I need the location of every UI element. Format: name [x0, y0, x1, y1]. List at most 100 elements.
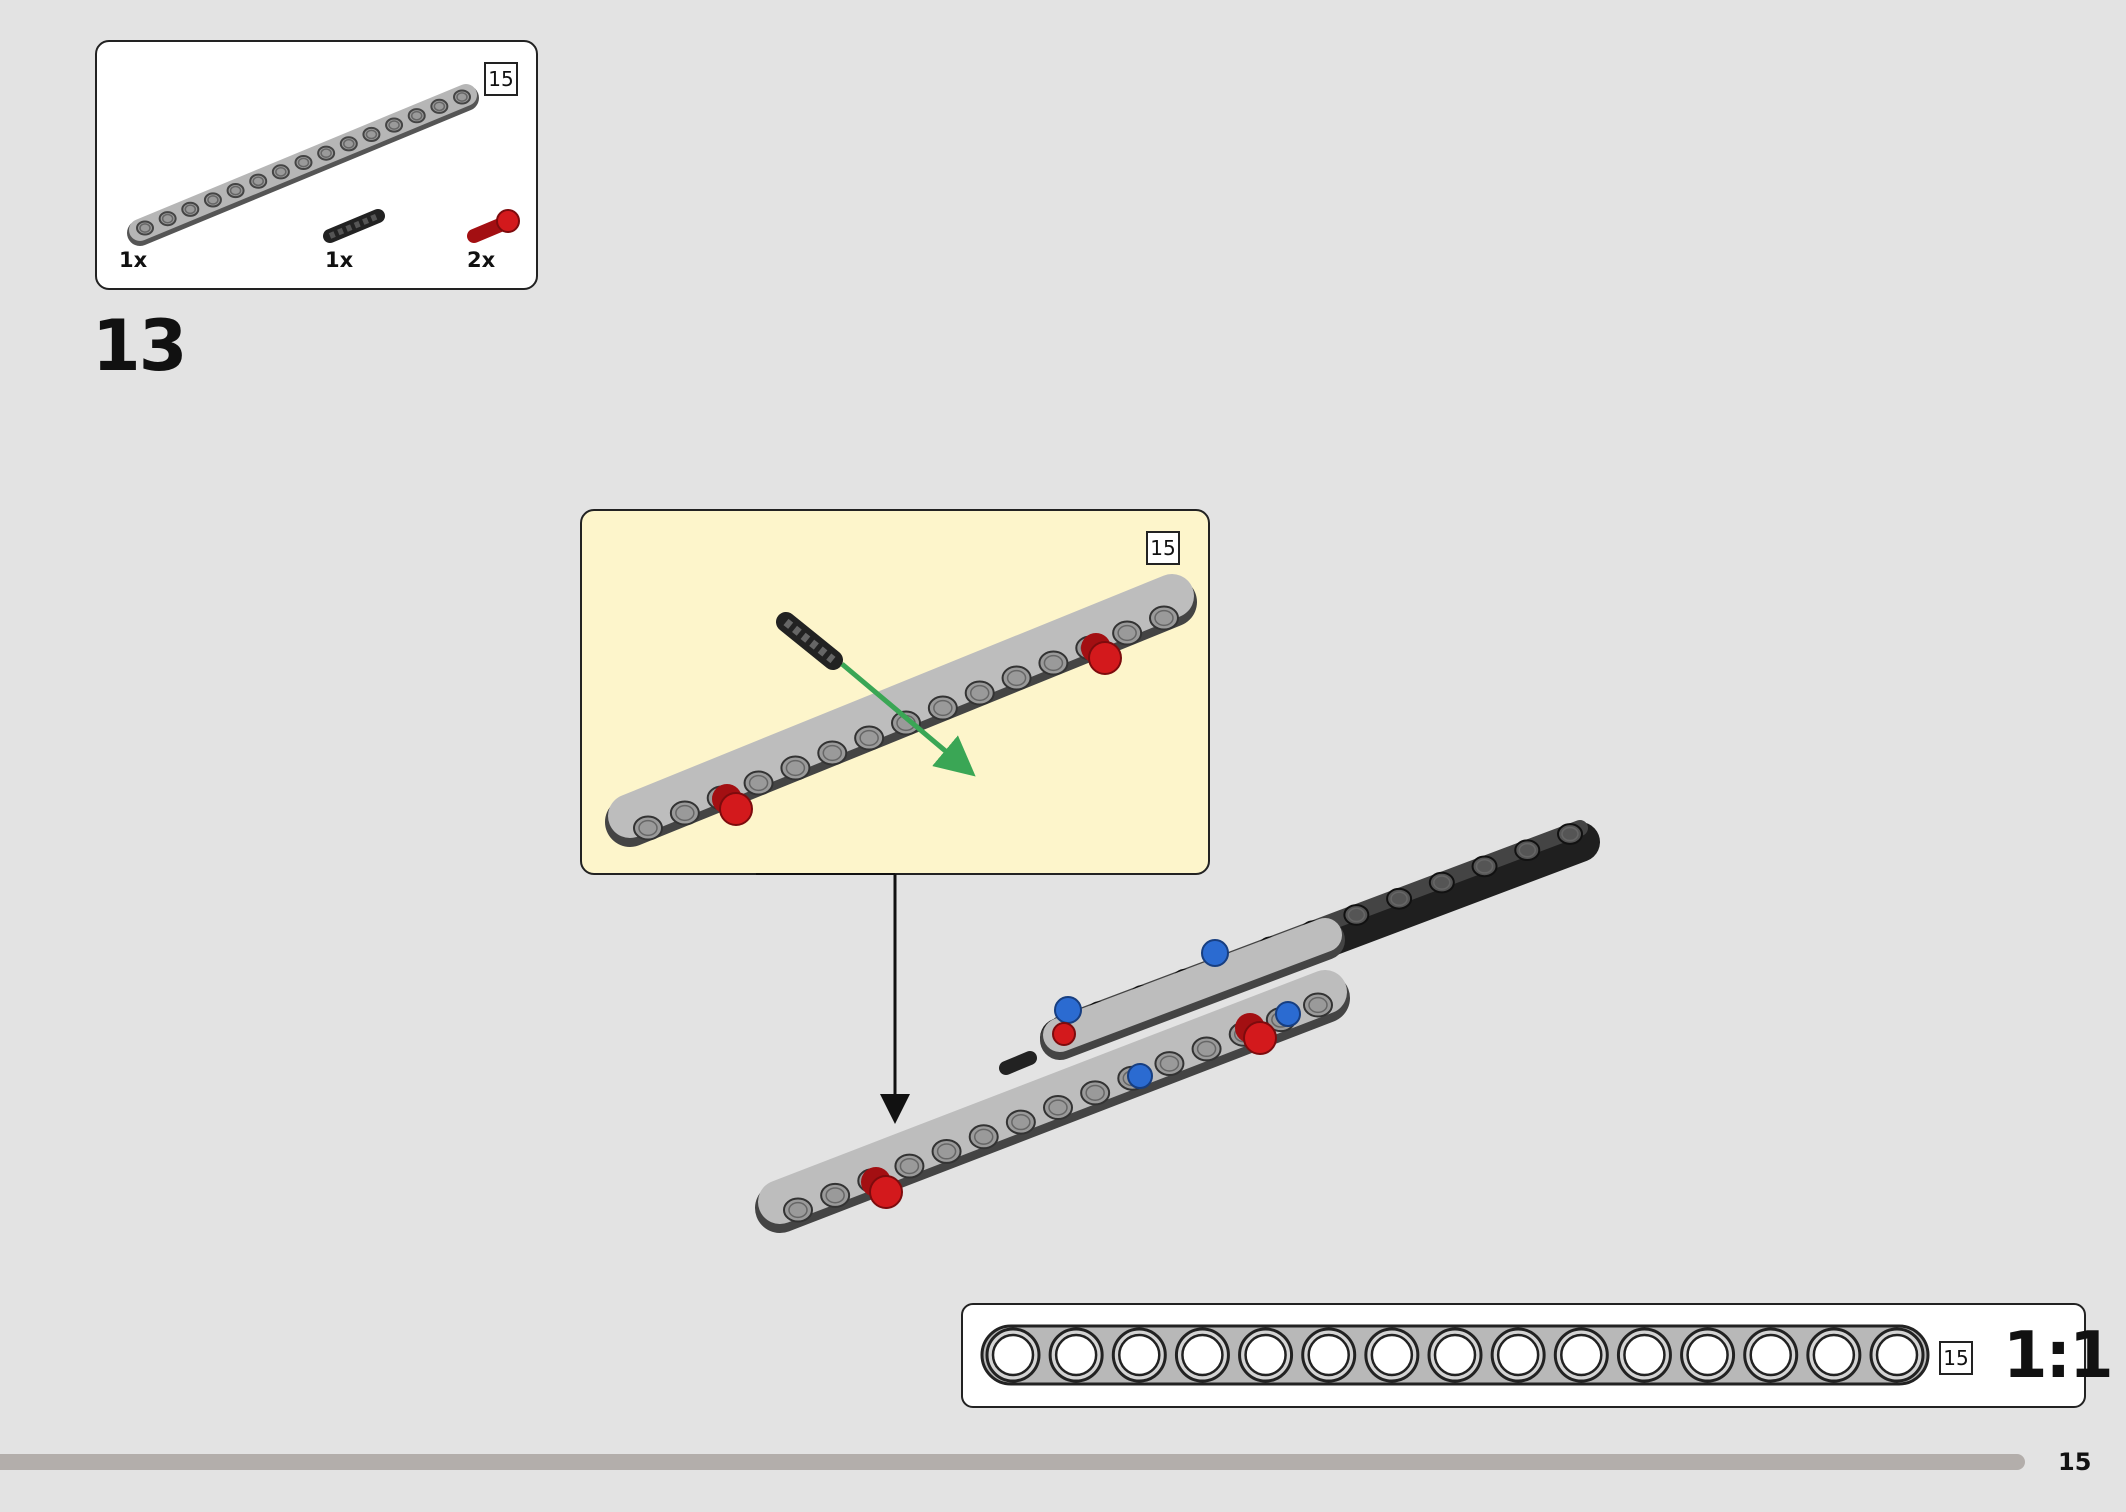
beam-hole-rim — [365, 129, 378, 140]
scale-beam-hole-inner — [1181, 1333, 1224, 1377]
beam-hole — [891, 710, 921, 736]
beam-hole-rim — [1085, 1084, 1105, 1101]
beam-hole-rim — [1475, 859, 1494, 874]
scale-beam-hole-inner — [1054, 1333, 1098, 1377]
scale-beam-hole-inner — [1875, 1333, 1919, 1377]
beam-hole — [820, 1182, 851, 1208]
beam-hole — [743, 770, 774, 796]
beam-hole-rim — [184, 204, 197, 215]
beam-hole-rim — [788, 1201, 808, 1219]
beam-length-tag: 15 — [1939, 1341, 1973, 1375]
scale-beam-hole-inner — [1118, 1333, 1161, 1377]
beam-hole-rim — [1117, 624, 1137, 642]
beam-hole-rim — [675, 804, 695, 822]
beam-hole-rim — [1159, 1055, 1180, 1072]
beam-hole-rim — [748, 774, 769, 792]
page-progress-bar — [0, 1454, 2025, 1470]
scale-beam-hole-inner — [1244, 1333, 1287, 1377]
beam-hole-rim — [1308, 996, 1328, 1014]
beam-hole — [927, 695, 958, 721]
beam-hole-rim — [973, 1128, 994, 1145]
beam-hole-rim — [936, 1143, 957, 1160]
beam-hole-rim — [275, 167, 287, 177]
model-blue-pin — [1201, 939, 1229, 967]
part-beam-15-icon — [127, 84, 479, 246]
beam-hole-rim — [139, 223, 151, 233]
beam-hole — [1005, 1109, 1036, 1135]
model-middle-beam — [1040, 918, 1345, 1060]
scale-beam-hole-inner — [1496, 1333, 1540, 1377]
beam-hole-rim — [1048, 1099, 1068, 1116]
beam-hole — [669, 800, 700, 826]
beam-hole — [633, 815, 663, 841]
beam-hole-rim — [1006, 669, 1027, 687]
beam-hole-rim — [207, 195, 219, 205]
page-number: 15 — [2058, 1448, 2092, 1476]
sub-connector-pin — [776, 612, 843, 670]
parts-list-box: 15 1x 1x 2x — [95, 40, 538, 290]
scale-beam-hole-inner — [1812, 1333, 1856, 1377]
beam-hole-rim — [433, 101, 446, 112]
beam-hole-rim — [252, 176, 264, 187]
beam-hole — [1112, 620, 1143, 646]
beam-hole — [968, 1124, 999, 1150]
part-qty-connector: 1x — [325, 248, 354, 272]
beam-hole-rim — [822, 744, 843, 762]
model-red-pin — [1052, 1022, 1076, 1046]
scale-beam-hole-inner — [1623, 1333, 1666, 1377]
beam-hole — [1043, 1095, 1073, 1120]
beam-hole-rim — [825, 1187, 845, 1204]
beam-hole-rim — [161, 213, 174, 224]
beam-hole-rim — [1347, 907, 1366, 923]
scale-beam-hole-inner — [991, 1333, 1035, 1377]
scale-label: 1:1 — [2003, 1319, 2114, 1393]
model-blue-pin — [1127, 1063, 1153, 1089]
beam-hole — [780, 755, 811, 781]
beam-hole-rim — [388, 120, 400, 130]
model-blue-pin — [1275, 1001, 1301, 1027]
step-number: 13 — [92, 305, 187, 387]
beam-hole-rim — [638, 819, 658, 837]
beam-hole-rim — [297, 157, 310, 168]
beam-hole-rim — [320, 148, 332, 158]
model-blue-pin — [1054, 996, 1082, 1024]
scale-beam-hole-inner — [1749, 1333, 1792, 1377]
beam-hole-rim — [1433, 875, 1451, 890]
beam-hole — [854, 725, 885, 751]
model-red-pin — [861, 1167, 903, 1209]
beam-hole — [964, 680, 995, 706]
beam-hole — [1191, 1036, 1222, 1062]
beam-hole — [1001, 665, 1032, 691]
beam-hole-rim — [1154, 609, 1174, 627]
beam-hole — [1303, 992, 1333, 1018]
scale-beam-hole-inner — [1307, 1333, 1350, 1377]
beam-hole — [1038, 650, 1069, 676]
beam-hole-rim — [1196, 1040, 1217, 1058]
beam-hole-rim — [410, 110, 423, 121]
beam-hole-rim — [859, 729, 879, 747]
beam-hole-rim — [1561, 826, 1579, 842]
beam-hole — [817, 740, 848, 766]
beam-hole-rim — [969, 684, 990, 702]
scale-beam-hole-inner — [1560, 1333, 1603, 1377]
beam-hole-rim — [229, 185, 242, 196]
beam-hole-rim — [933, 699, 953, 717]
beam-hole-rim — [1390, 891, 1408, 907]
beam-hole — [783, 1197, 813, 1223]
sub-red-pin — [1081, 633, 1122, 675]
beam-hole-rim — [785, 759, 806, 777]
beam-hole — [931, 1138, 962, 1164]
part-qty-pin: 2x — [467, 248, 496, 272]
part-qty-beam: 1x — [119, 248, 148, 272]
scale-beam-hole-inner — [1370, 1333, 1414, 1377]
beam-hole — [894, 1153, 925, 1179]
sub-red-pin — [712, 784, 753, 826]
beam-length-tag: 15 — [484, 62, 518, 96]
beam-hole — [1154, 1051, 1185, 1077]
model-black-pin — [999, 1051, 1037, 1075]
beam-hole-rim — [1518, 842, 1537, 858]
beam-hole-rim — [1043, 654, 1064, 672]
scale-reference-beam — [980, 1324, 1930, 1386]
scale-beam-hole-inner — [1686, 1333, 1729, 1377]
